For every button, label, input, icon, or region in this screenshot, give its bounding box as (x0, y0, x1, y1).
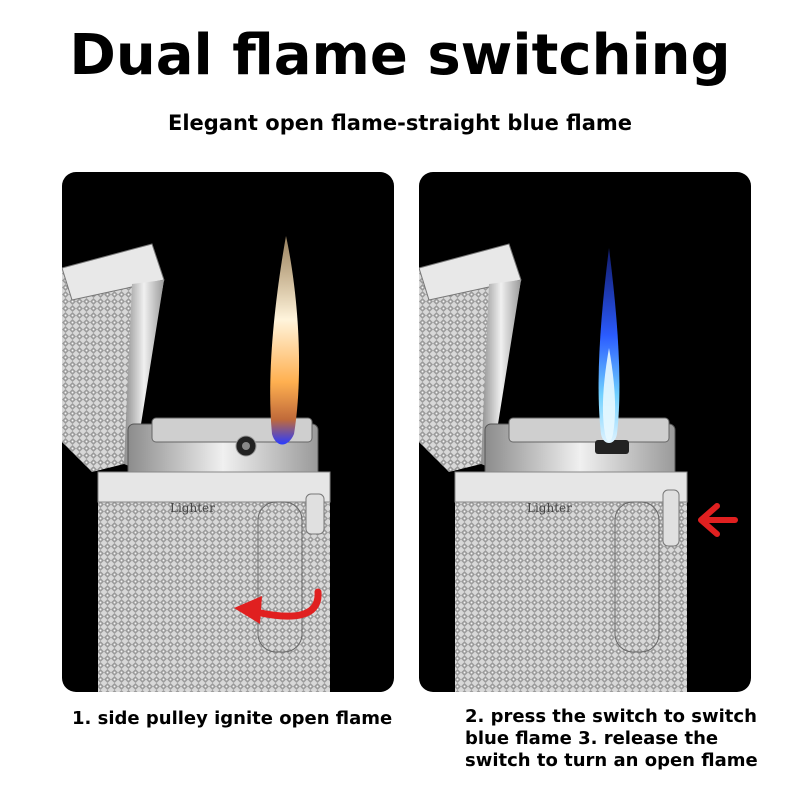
page-subtitle: Elegant open flame-straight blue flame (167, 111, 633, 135)
brand-engraving: Lighter (170, 501, 215, 515)
page-title: Dual flame switching (69, 23, 731, 88)
push-arrow-icon (698, 503, 738, 537)
side-pulley (614, 501, 660, 653)
open-flame (270, 236, 300, 445)
caption-open-flame: 1. side pulley ignite open flame (72, 708, 393, 729)
flame-switch (662, 489, 680, 547)
brand-engraving: Lighter (527, 501, 572, 515)
side-pulley (257, 501, 303, 653)
rotate-arrow-icon (252, 588, 322, 620)
open-flame-photo: Lighter (62, 172, 394, 692)
caption-blue-flame: 2. press the switch to switch blue flame… (465, 706, 758, 771)
blue-flame-photo: Lighter (419, 172, 751, 692)
